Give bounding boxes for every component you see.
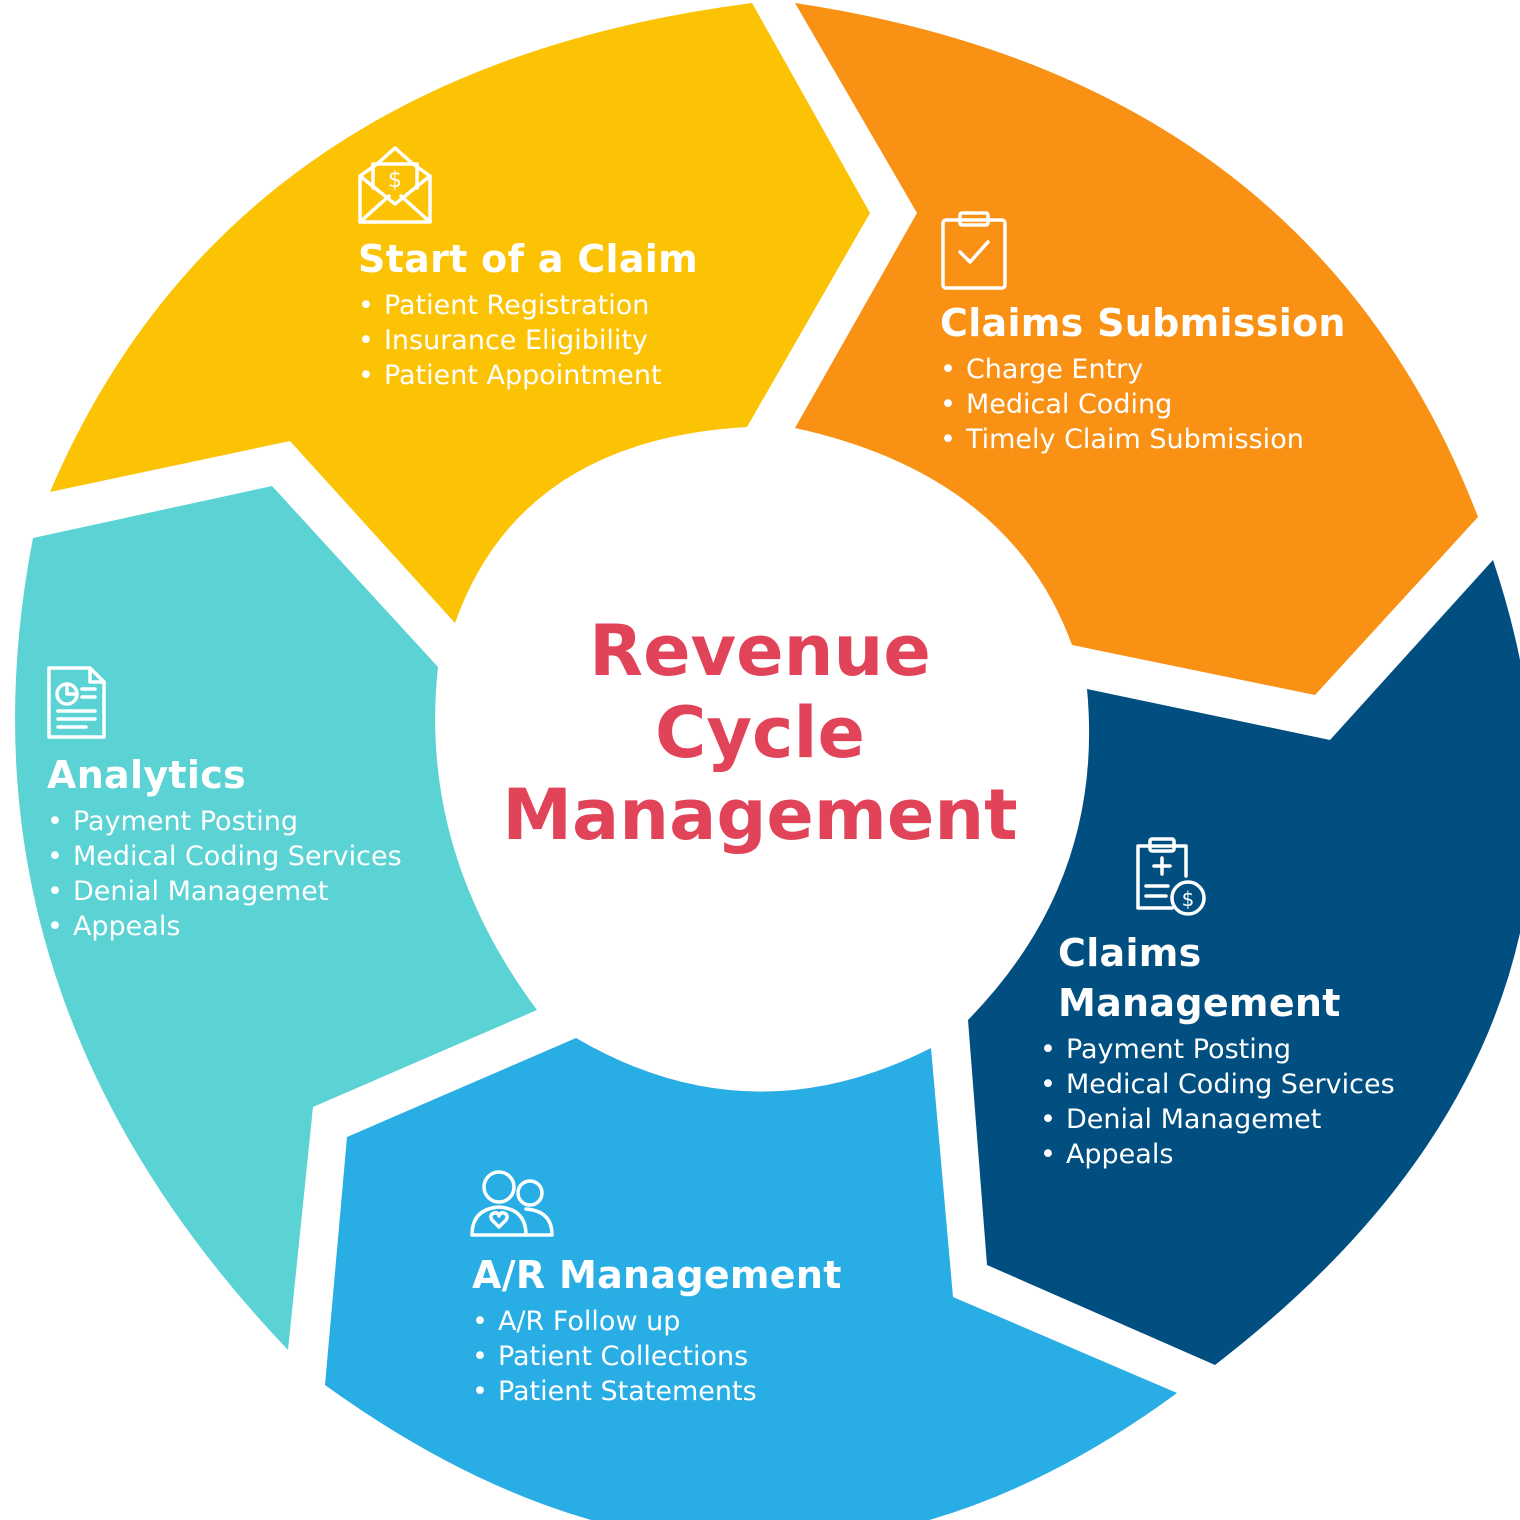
list-item: Payment Posting — [47, 804, 402, 839]
segment-title: Management — [1058, 981, 1341, 1025]
segment-items: Payment Posting Medical Coding Services … — [47, 804, 402, 944]
list-item: Charge Entry — [940, 352, 1346, 387]
segment-title: Start of a Claim — [358, 237, 699, 281]
segment-title: Claims — [1058, 931, 1202, 975]
label-claims-submission: Claims Submission Charge Entry Medical C… — [940, 298, 1346, 457]
list-item: Appeals — [1040, 1137, 1395, 1172]
envelope-dollar-icon: $ — [358, 146, 432, 224]
label-ar-management: A/R Management A/R Follow up Patient Col… — [472, 1250, 842, 1409]
list-item: Patient Collections — [472, 1339, 842, 1374]
segment-items: Patient Registration Insurance Eligibili… — [358, 288, 698, 393]
center-title-line: Revenue — [589, 610, 931, 692]
list-item: Patient Appointment — [358, 358, 698, 393]
report-chart-icon — [47, 666, 106, 739]
list-item: Medical Coding Services — [1040, 1067, 1395, 1102]
clipboard-dollar-icon: $ — [1136, 837, 1206, 916]
segment-title: Analytics — [47, 753, 246, 797]
center-title-line: Cycle — [655, 692, 865, 774]
list-item: Appeals — [47, 909, 402, 944]
clipboard-check-icon — [941, 211, 1007, 290]
segment-items: Payment Posting Medical Coding Services … — [1040, 1032, 1395, 1172]
list-item: Patient Registration — [358, 288, 698, 323]
svg-text:$: $ — [1182, 887, 1195, 911]
segment-title: Claims Submission — [940, 301, 1346, 345]
label-start-of-a-claim: Start of a Claim Patient Registration In… — [358, 234, 698, 393]
label-analytics: Analytics Payment Posting Medical Coding… — [47, 750, 402, 944]
center-title-line: Management — [502, 774, 1018, 856]
list-item: Timely Claim Submission — [940, 422, 1346, 457]
list-item: A/R Follow up — [472, 1304, 842, 1339]
list-item: Denial Managemet — [47, 874, 402, 909]
people-heart-icon — [470, 1170, 554, 1237]
list-item: Patient Statements — [472, 1374, 842, 1409]
svg-text:$: $ — [388, 168, 402, 193]
segment-items: A/R Follow up Patient Collections Patien… — [472, 1304, 842, 1409]
list-item: Payment Posting — [1040, 1032, 1395, 1067]
segment-claims-submission — [795, 3, 1478, 695]
list-item: Insurance Eligibility — [358, 323, 698, 358]
list-item: Medical Coding Services — [47, 839, 402, 874]
center-title: Revenue Cycle Management — [430, 610, 1090, 856]
segment-items: Charge Entry Medical Coding Timely Claim… — [940, 352, 1346, 457]
list-item: Denial Managemet — [1040, 1102, 1395, 1137]
list-item: Medical Coding — [940, 387, 1346, 422]
segment-title: A/R Management — [472, 1253, 842, 1297]
label-claims-management: Claims Management Payment Posting Medica… — [1040, 928, 1395, 1172]
